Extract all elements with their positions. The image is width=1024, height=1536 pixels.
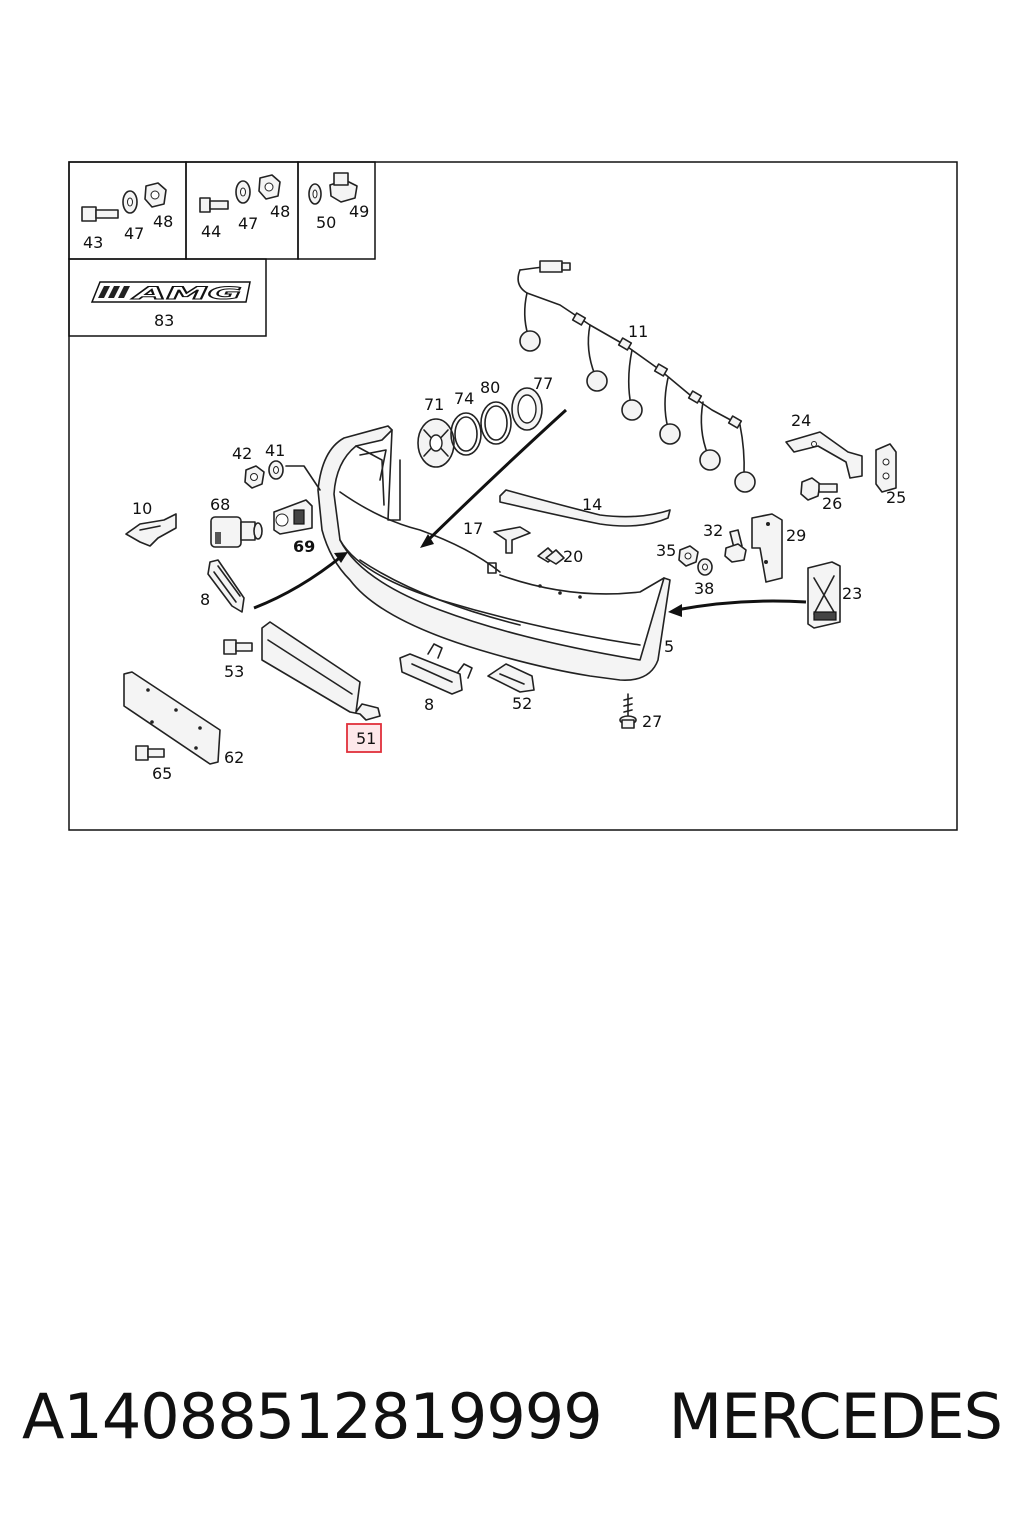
callout-68[interactable]: 68 bbox=[210, 495, 230, 514]
inset-box-fasteners-2: 44 47 48 bbox=[185, 161, 299, 260]
callout-8[interactable]: 8 bbox=[200, 590, 210, 609]
nut-washer-42-41: 42 41 bbox=[232, 441, 321, 491]
emblem-text: AMG bbox=[129, 284, 242, 304]
parts-diagram: 43 47 48 44 47 48 50 49 AMG 83 bbox=[68, 161, 958, 831]
bracket-23: 23 bbox=[807, 561, 862, 629]
trim-strip: 14 bbox=[499, 489, 671, 527]
bracket-and-clips: 17 20 bbox=[463, 519, 583, 566]
callout-20[interactable]: 20 bbox=[563, 547, 583, 566]
screw-27: 27 bbox=[619, 693, 662, 731]
callout-24[interactable]: 24 bbox=[791, 411, 811, 430]
diagram-frame bbox=[68, 161, 958, 831]
assembly-arrows bbox=[253, 408, 807, 617]
reflector-left: 8 bbox=[200, 559, 245, 613]
callout-43[interactable]: 43 bbox=[83, 233, 103, 252]
cover-52: 52 bbox=[487, 663, 535, 713]
callout-23[interactable]: 23 bbox=[842, 584, 862, 603]
inset-box-fasteners-1: 43 47 48 bbox=[68, 161, 187, 260]
callout-83[interactable]: 83 bbox=[154, 311, 174, 330]
callout-17[interactable]: 17 bbox=[463, 519, 483, 538]
callout-11[interactable]: 11 bbox=[628, 322, 648, 341]
callout-47[interactable]: 47 bbox=[238, 214, 258, 233]
inset-box-fasteners-3: 50 49 bbox=[297, 161, 376, 260]
callout-80[interactable]: 80 bbox=[480, 378, 500, 397]
bumper-cover: 5 bbox=[317, 425, 674, 681]
callout-42[interactable]: 42 bbox=[232, 444, 252, 463]
callout-41[interactable]: 41 bbox=[265, 441, 285, 460]
callout-35[interactable]: 35 bbox=[656, 541, 676, 560]
amg-emblem: AMG bbox=[90, 281, 251, 305]
callout-47[interactable]: 47 bbox=[124, 224, 144, 243]
callout-14[interactable]: 14 bbox=[582, 495, 602, 514]
footer: A14088512819999 MERCEDES bbox=[0, 1380, 1024, 1480]
callout-62[interactable]: 62 bbox=[224, 748, 244, 767]
callout-25[interactable]: 25 bbox=[886, 488, 906, 507]
mount-29-32-35-38: 32 29 35 38 bbox=[656, 513, 806, 598]
license-plate-base-62: 62 bbox=[123, 671, 244, 767]
sensor-housing-69: 69 bbox=[273, 499, 315, 556]
callout-49[interactable]: 49 bbox=[349, 202, 369, 221]
inset-box-emblem: AMG 83 bbox=[68, 258, 267, 337]
callout-69[interactable]: 69 bbox=[293, 537, 315, 556]
brand-name: MERCEDES bbox=[668, 1380, 1003, 1453]
callout-52[interactable]: 52 bbox=[512, 694, 532, 713]
wiring-harness: 11 bbox=[517, 260, 756, 493]
callout-38[interactable]: 38 bbox=[694, 579, 714, 598]
callout-53[interactable]: 53 bbox=[224, 662, 244, 681]
callout-48[interactable]: 48 bbox=[270, 202, 290, 221]
callout-10[interactable]: 10 bbox=[132, 499, 152, 518]
callout-74[interactable]: 74 bbox=[454, 389, 474, 408]
callout-71[interactable]: 71 bbox=[424, 395, 444, 414]
callout-44[interactable]: 44 bbox=[201, 222, 221, 241]
callout-50[interactable]: 50 bbox=[316, 213, 336, 232]
lamp-rings: 71 74 80 77 bbox=[417, 374, 553, 468]
callout-26[interactable]: 26 bbox=[822, 494, 842, 513]
callout-48[interactable]: 48 bbox=[153, 212, 173, 231]
bolt-65: 65 bbox=[135, 745, 172, 783]
bracket-24-26-25: 24 26 25 bbox=[785, 411, 906, 513]
bracket-10: 10 bbox=[125, 499, 177, 547]
reflector-right: 8 bbox=[399, 643, 473, 714]
sensor-68: 68 bbox=[210, 495, 263, 548]
callout-27[interactable]: 27 bbox=[642, 712, 662, 731]
callout-29[interactable]: 29 bbox=[786, 526, 806, 545]
callout-77[interactable]: 77 bbox=[533, 374, 553, 393]
callout-51[interactable]: 51 bbox=[356, 729, 376, 748]
callout-32[interactable]: 32 bbox=[703, 521, 723, 540]
callout-65[interactable]: 65 bbox=[152, 764, 172, 783]
license-plate-bracket-51: 51 bbox=[261, 621, 382, 753]
callout-5[interactable]: 5 bbox=[664, 637, 674, 656]
callout-51-highlight[interactable] bbox=[346, 723, 382, 753]
part-number: A14088512819999 bbox=[22, 1380, 603, 1453]
callout-8[interactable]: 8 bbox=[424, 695, 434, 714]
bolt-53: 53 bbox=[223, 639, 253, 681]
